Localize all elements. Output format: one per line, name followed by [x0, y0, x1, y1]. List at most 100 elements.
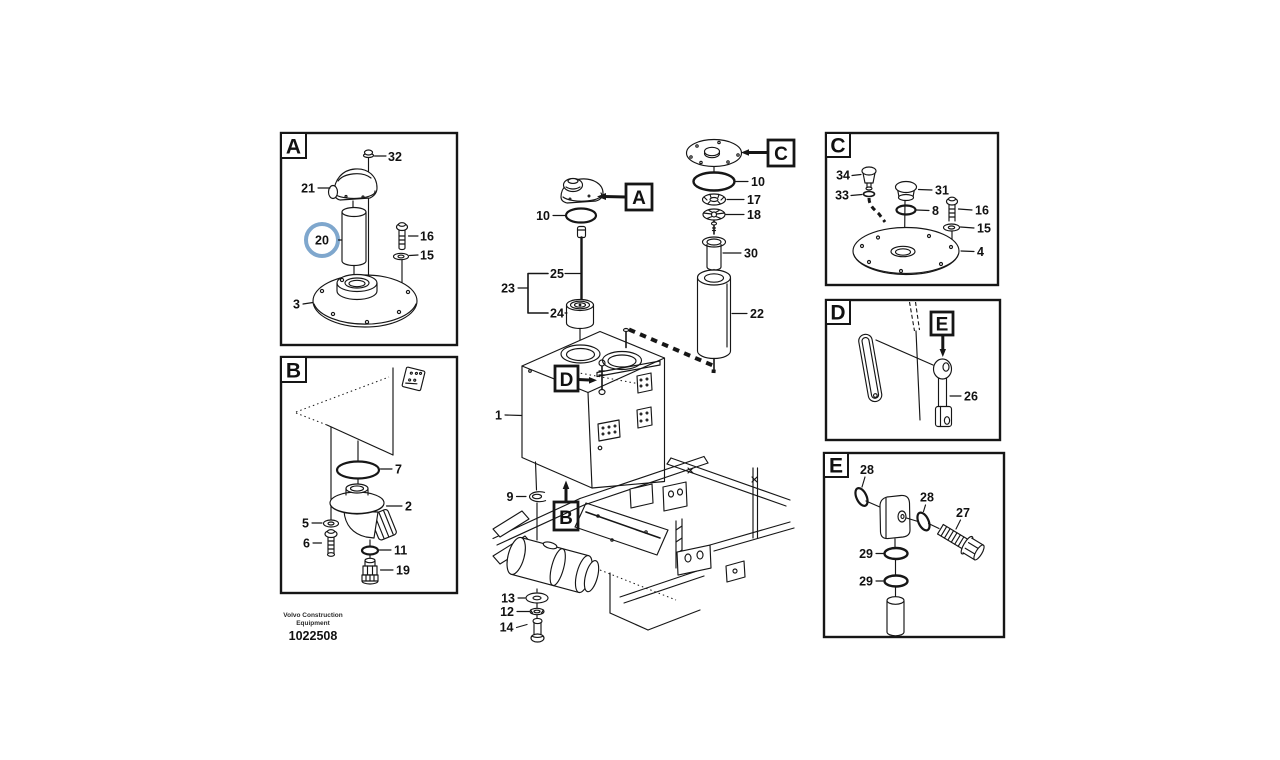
svg-text:31: 31: [935, 184, 949, 198]
ref-box-a[interactable]: A: [597, 182, 654, 212]
brand-line-2: Equipment: [296, 620, 330, 627]
svg-text:A: A: [632, 188, 646, 209]
svg-text:20: 20: [315, 234, 329, 248]
callout-23[interactable]: 23: [501, 282, 529, 296]
svg-text:11: 11: [394, 544, 407, 558]
svg-text:15: 15: [977, 222, 991, 236]
callout-6[interactable]: 6: [303, 537, 323, 551]
callout-5[interactable]: 5: [302, 517, 323, 531]
part-4-cover-plate: [852, 226, 960, 276]
callout-21[interactable]: 21: [301, 182, 331, 196]
chassis-frame: [492, 455, 795, 631]
callout-2[interactable]: 2: [385, 500, 413, 514]
callout-27[interactable]: 27: [955, 506, 970, 530]
part-5-washer: [322, 519, 340, 528]
axis-line-2: [905, 517, 919, 523]
callout-28-b[interactable]: 28: [920, 491, 934, 513]
svg-text:32: 32: [388, 150, 402, 164]
svg-text:23: 23: [501, 282, 515, 296]
callout-10-b[interactable]: 10: [735, 175, 765, 189]
panel-e-letter-box: [823, 452, 849, 478]
callout-32[interactable]: 32: [373, 150, 402, 164]
part-27-bolt: [937, 523, 985, 561]
callout-29-a[interactable]: 29: [859, 547, 884, 561]
callout-20-highlighted[interactable]: 20: [304, 222, 343, 258]
callout-19[interactable]: 19: [379, 564, 410, 578]
svg-text:18: 18: [747, 208, 761, 222]
callout-4[interactable]: 4: [960, 245, 984, 259]
callout-14[interactable]: 14: [500, 621, 528, 635]
callout-15-a[interactable]: 15: [408, 249, 434, 263]
callout-26[interactable]: 26: [949, 390, 978, 404]
callout-11[interactable]: 11: [378, 544, 408, 558]
callout-10-a[interactable]: 10: [536, 209, 566, 223]
callout-15-b[interactable]: 15: [959, 222, 991, 236]
part-14-bolt: [530, 617, 545, 643]
svg-text:2: 2: [405, 500, 412, 514]
callout-17[interactable]: 17: [726, 193, 761, 207]
group-bracket-23: [527, 272, 549, 314]
dipstick: [598, 359, 606, 396]
svg-text:4: 4: [977, 245, 984, 259]
part-9-washer: [528, 461, 547, 541]
callout-3[interactable]: 3: [293, 298, 314, 312]
part-31-plug: [894, 180, 918, 248]
callout-9[interactable]: 9: [507, 490, 527, 504]
part-34-breather: [861, 166, 877, 191]
callout-25[interactable]: 25: [550, 267, 582, 281]
panel-c-border: [824, 131, 1000, 287]
callout-31[interactable]: 31: [917, 184, 949, 198]
panel-c-letter-box: [825, 132, 851, 158]
callout-28-a[interactable]: 28: [860, 463, 874, 488]
svg-text:16: 16: [975, 204, 989, 218]
svg-text:21: 21: [301, 182, 315, 196]
callout-34[interactable]: 34: [836, 169, 862, 183]
svg-text:22: 22: [750, 307, 764, 321]
part-10a-oring: [564, 207, 598, 224]
ref-box-d[interactable]: D: [553, 364, 597, 393]
svg-text:28: 28: [920, 491, 934, 505]
part-26-link: [932, 358, 953, 428]
ref-box-b[interactable]: B: [552, 480, 580, 532]
dipstick-handle: [858, 333, 883, 403]
ref-box-c[interactable]: C: [741, 138, 796, 168]
panel-d-letter-box: [825, 299, 851, 325]
part-15-washer: [392, 252, 410, 261]
muffler: [506, 536, 600, 594]
svg-text:C: C: [774, 144, 788, 165]
panel-d-letter: D: [830, 302, 845, 325]
svg-text:6: 6: [303, 537, 310, 551]
callout-16-a[interactable]: 16: [407, 230, 434, 244]
callout-12[interactable]: 12: [500, 605, 530, 619]
tank-bottom-view: [295, 366, 426, 521]
svg-text:30: 30: [744, 247, 758, 261]
detail-panel-d: D E 26: [824, 298, 1002, 442]
part-20-strainer: [341, 206, 367, 280]
callout-7[interactable]: 7: [379, 463, 403, 477]
part-30-tube: [701, 236, 727, 275]
panel-d-border: [824, 298, 1002, 442]
callout-13[interactable]: 13: [501, 592, 526, 606]
detail-panel-a: A 32 21: [279, 131, 459, 347]
svg-text:29: 29: [859, 575, 873, 589]
elbow-block: [879, 494, 911, 549]
callout-30[interactable]: 30: [722, 247, 758, 261]
callout-16-b[interactable]: 16: [957, 204, 989, 218]
svg-text:28: 28: [860, 463, 874, 477]
svg-text:9: 9: [507, 490, 514, 504]
callout-8[interactable]: 8: [915, 204, 940, 218]
svg-text:3: 3: [293, 298, 300, 312]
callout-29-b[interactable]: 29: [859, 575, 884, 589]
callout-22[interactable]: 22: [731, 307, 764, 321]
svg-text:7: 7: [395, 463, 402, 477]
callout-1[interactable]: 1: [495, 409, 523, 423]
callout-24[interactable]: 24: [550, 307, 568, 321]
detail-panel-c: C 34 33 31: [824, 131, 1000, 287]
callout-33[interactable]: 33: [835, 189, 863, 203]
part-2-suction-fitting: [329, 483, 397, 547]
svg-text:17: 17: [747, 193, 761, 207]
ref-box-e[interactable]: E: [929, 310, 955, 357]
callout-18[interactable]: 18: [725, 208, 761, 222]
